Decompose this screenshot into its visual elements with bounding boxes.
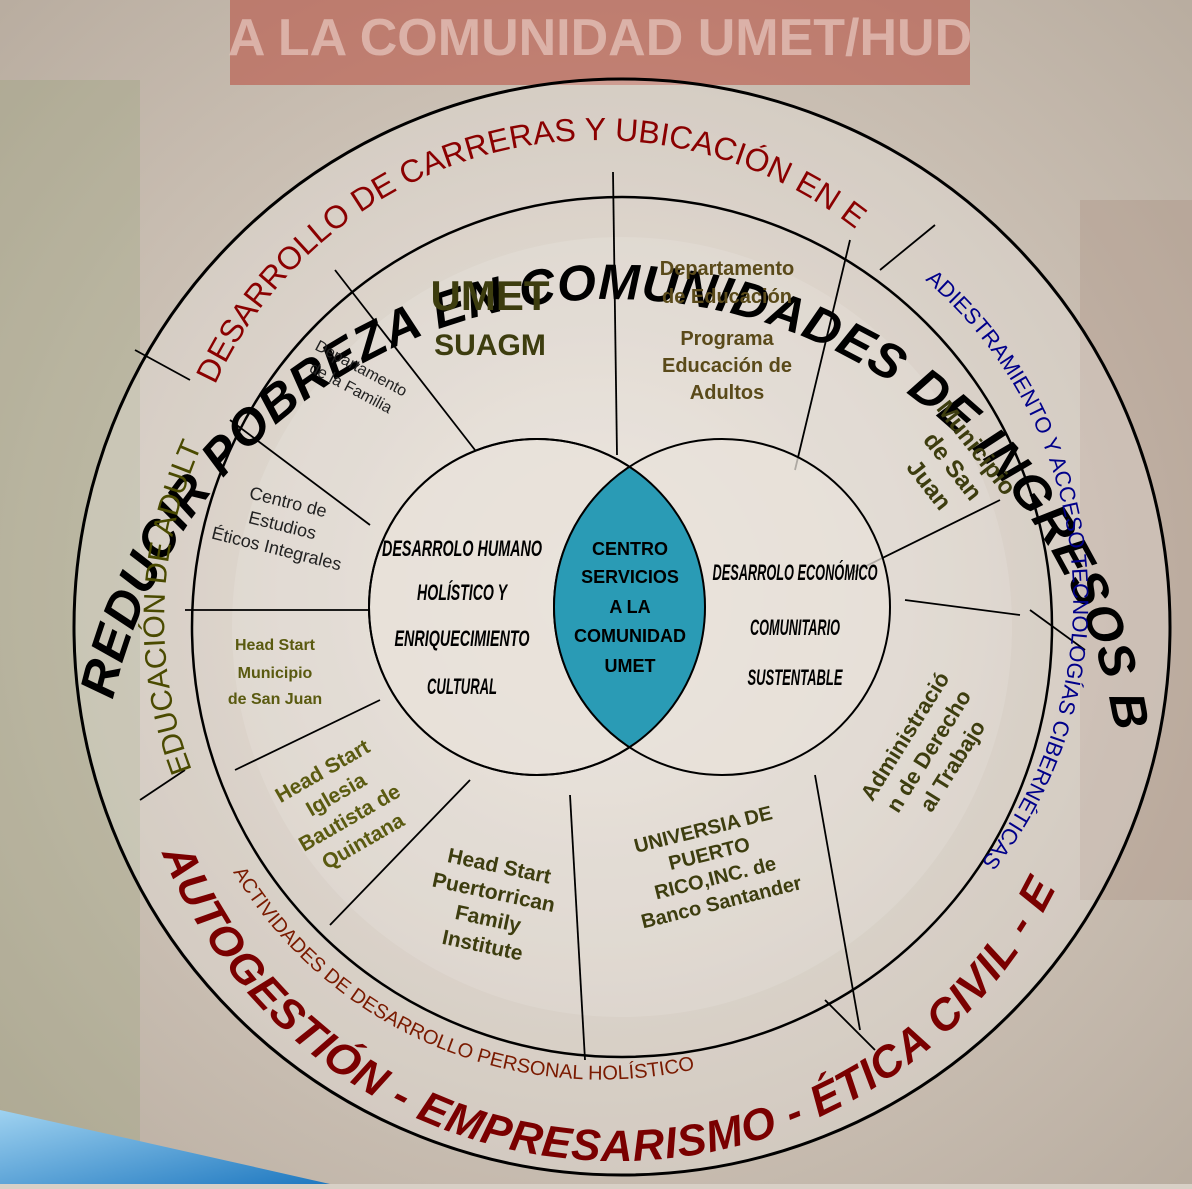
divider-8 bbox=[234, 699, 381, 771]
inner-left-line4: CULTURAL bbox=[427, 674, 497, 699]
divider-10 bbox=[229, 419, 371, 526]
center-label: CENTRO SERVICIOS A LA COMUNIDAD UMET bbox=[574, 539, 686, 676]
segment-umet: UMET SUAGM bbox=[431, 272, 550, 362]
center-line1: CENTRO bbox=[592, 539, 668, 559]
center-lens bbox=[553, 439, 705, 775]
center-line2: SERVICIOS bbox=[581, 567, 679, 587]
divider-15 bbox=[139, 769, 186, 801]
inner-left-line2: HOLÍSTICO Y bbox=[417, 580, 508, 605]
segment-educacion: Departamento de Educación Programa Educa… bbox=[660, 258, 794, 404]
educacion-line5: Adultos bbox=[690, 382, 764, 404]
inner-right-label: DESARROLO ECONÓMICO COMUNITARIO SUSTENTA… bbox=[713, 560, 878, 690]
educacion-line4: Educación de bbox=[662, 355, 792, 377]
divider-12 bbox=[879, 224, 936, 271]
inner-left-line1: DESARROLO HUMANO bbox=[382, 536, 542, 561]
divider-6 bbox=[569, 794, 586, 1061]
divider-5 bbox=[814, 774, 861, 1031]
blue-corner-shape bbox=[0, 1110, 330, 1184]
umet-title: UMET bbox=[431, 272, 550, 319]
inner-left-outline bbox=[368, 438, 706, 776]
inner-right-line3: SUSTENTABLE bbox=[748, 665, 844, 690]
hs-municipio-line1: Head Start bbox=[235, 637, 316, 654]
inner-left-line3: ENRIQUECIMIENTO bbox=[395, 626, 530, 651]
foliage-right bbox=[1080, 200, 1192, 900]
divider-2 bbox=[794, 239, 851, 471]
center-line5: UMET bbox=[605, 656, 656, 676]
divider-16 bbox=[134, 349, 191, 381]
foliage-left bbox=[0, 80, 140, 1184]
banner-text: A LA COMUNIDAD UMET/HUD bbox=[228, 9, 972, 67]
divider-1 bbox=[612, 171, 618, 456]
hs-municipio-line3: de San Juan bbox=[228, 691, 322, 708]
divider-4 bbox=[904, 599, 1021, 616]
educacion-line3: Programa bbox=[680, 328, 774, 350]
educacion-line2: de Educación bbox=[662, 286, 792, 308]
divider-11 bbox=[334, 269, 476, 451]
center-line4: COMUNIDAD bbox=[574, 626, 686, 646]
inner-right-line1: DESARROLO ECONÓMICO bbox=[713, 560, 878, 585]
inner-right-line2: COMUNITARIO bbox=[750, 615, 840, 640]
segment-hs-municipio: Head Start Municipio de San Juan bbox=[228, 637, 322, 708]
umet-subtitle: SUAGM bbox=[434, 329, 546, 362]
segment-dividers bbox=[134, 171, 1086, 1061]
outer-circle bbox=[72, 77, 1172, 1177]
divider-14 bbox=[824, 999, 876, 1051]
banner-background bbox=[230, 0, 970, 85]
inner-left-label: DESARROLO HUMANO HOLÍSTICO Y ENRIQUECIMI… bbox=[382, 536, 542, 699]
hs-municipio-line2: Municipio bbox=[238, 665, 313, 682]
divider-13 bbox=[1029, 609, 1086, 651]
divider-7 bbox=[329, 779, 471, 926]
educacion-line1: Departamento bbox=[660, 258, 794, 280]
center-line3: A LA bbox=[609, 597, 650, 617]
